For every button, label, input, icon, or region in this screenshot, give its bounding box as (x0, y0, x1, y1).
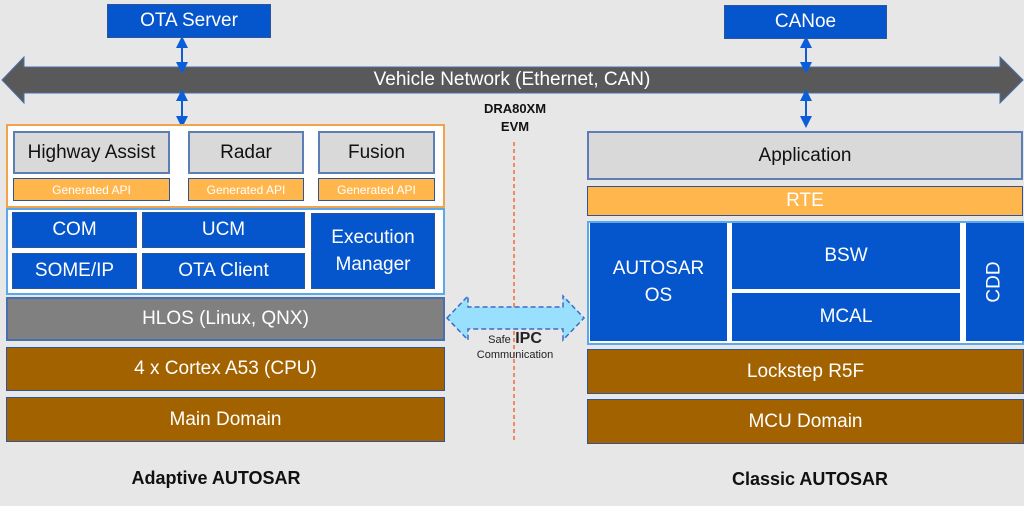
rte-label: RTE (786, 190, 824, 211)
bsw-label: BSW (824, 245, 868, 266)
application-layer: Application (587, 131, 1023, 180)
main-domain-label: Main Domain (169, 408, 282, 430)
adaptive-cpu-layer: 4 x Cortex A53 (CPU) (6, 347, 445, 391)
com-label: COM (52, 219, 97, 240)
cdd-block: CDD (966, 223, 1024, 341)
canoe-box: CANoe (724, 5, 887, 39)
someip-label: SOME/IP (34, 260, 115, 281)
api-radar: Generated API (188, 178, 304, 201)
canoe-label: CANoe (774, 11, 837, 32)
vehicle-network-label-wrap: Vehicle Network (Ethernet, CAN) (0, 67, 1024, 93)
main-domain-layer: Main Domain (6, 397, 445, 442)
autosar-os-line1: AUTOSAR (612, 258, 705, 279)
mcal-block: MCAL (732, 293, 960, 341)
app-highway-assist-label: Highway Assist (27, 141, 156, 163)
someip-block: SOME/IP (12, 253, 137, 289)
app-highway-assist: Highway Assist (13, 131, 170, 174)
ipc-arrow (445, 294, 586, 342)
ota-client-label: OTA Client (178, 260, 269, 281)
ota-server-box: OTA Server (107, 4, 271, 38)
board-label-line2: EVM (500, 119, 530, 134)
hlos-label: HLOS (Linux, QNX) (142, 308, 309, 329)
board-label: DRA80XM EVM (470, 100, 560, 136)
autosar-os-block: AUTOSAR OS (590, 223, 727, 341)
execution-manager-line2: Manager (335, 254, 411, 275)
mcal-label: MCAL (819, 306, 873, 327)
classic-title: Classic AUTOSAR (731, 469, 889, 489)
cdd-label: CDD (983, 261, 1005, 303)
api-fusion-label: Generated API (337, 182, 416, 197)
com-block: COM (12, 212, 137, 248)
api-highway-assist-label: Generated API (52, 182, 131, 197)
adaptive-cpu-label: 4 x Cortex A53 (CPU) (134, 358, 317, 379)
autosar-os-line2: OS (644, 285, 673, 306)
hlos-layer: HLOS (Linux, QNX) (6, 297, 445, 341)
app-radar: Radar (188, 131, 304, 174)
ucm-block: UCM (142, 212, 305, 248)
board-label-line1: DRA80XM (483, 101, 547, 116)
bsw-block: BSW (732, 223, 960, 289)
app-fusion-label: Fusion (347, 141, 406, 163)
ipc-safe-label: Safe (488, 334, 511, 346)
api-highway-assist: Generated API (13, 178, 170, 201)
application-label: Application (758, 144, 852, 166)
ota-server-label: OTA Server (140, 10, 238, 31)
adaptive-title: Adaptive AUTOSAR (131, 468, 301, 488)
classic-cpu-label: Lockstep R5F (746, 360, 865, 382)
ipc-comm-label: Communication (476, 349, 554, 361)
rte-layer: RTE (587, 186, 1023, 216)
mcu-domain-label: MCU Domain (748, 410, 863, 432)
app-radar-label: Radar (220, 141, 272, 163)
ucm-label: UCM (201, 219, 246, 240)
execution-manager-block: Execution Manager (311, 213, 435, 289)
app-fusion: Fusion (318, 131, 435, 174)
ipc-main-label: IPC (515, 330, 542, 347)
ota-client-block: OTA Client (142, 253, 305, 289)
ipc-label: Safe IPC Communication (470, 330, 560, 361)
execution-manager-line1: Execution (331, 227, 415, 248)
vehicle-network-label: Vehicle Network (Ethernet, CAN) (373, 69, 651, 90)
api-fusion: Generated API (318, 178, 435, 201)
vehicle-network-arrow (1, 55, 1024, 105)
api-radar-label: Generated API (206, 182, 286, 197)
mcu-domain-layer: MCU Domain (587, 399, 1024, 444)
classic-cpu-layer: Lockstep R5F (587, 349, 1024, 394)
